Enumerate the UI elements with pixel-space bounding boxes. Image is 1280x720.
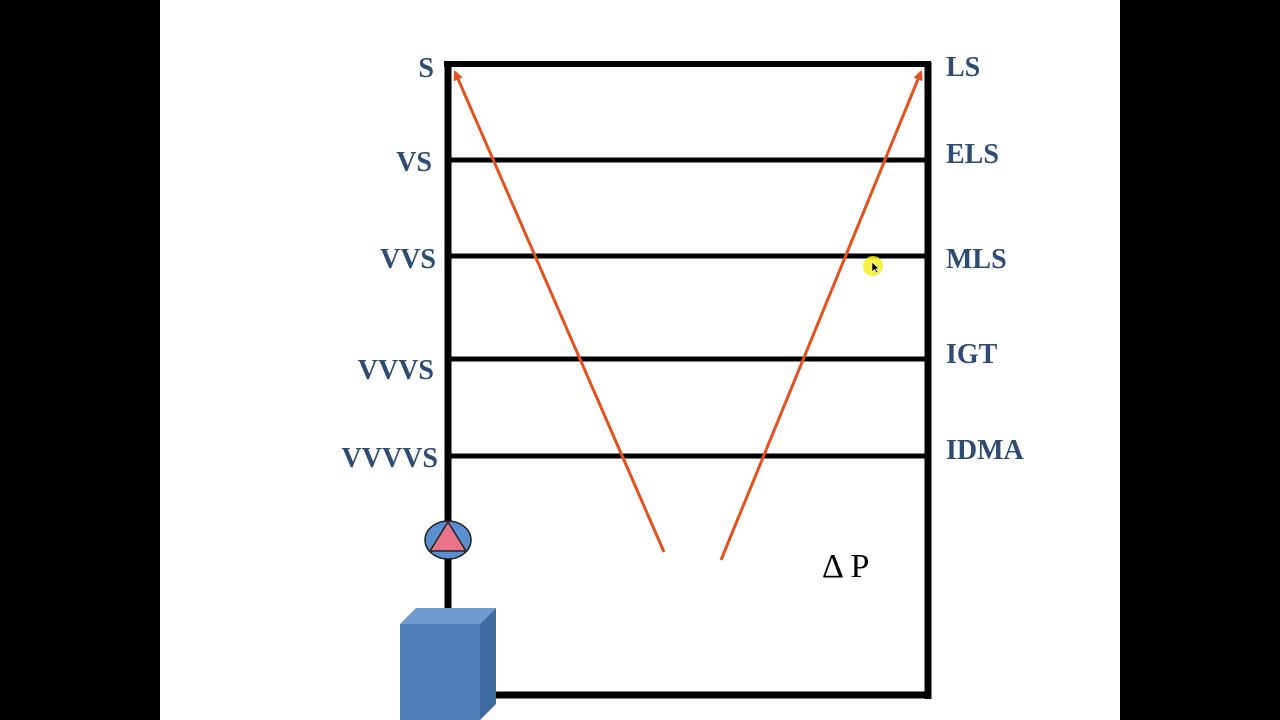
- delta-p-label: Δ P: [822, 548, 870, 585]
- right-label-igt: IGT: [946, 339, 998, 370]
- pressure-arrow-right: [719, 70, 923, 561]
- mouse-cursor-icon: [863, 256, 883, 276]
- pump-icon: [424, 520, 472, 560]
- right-label-mls: MLS: [946, 244, 1007, 275]
- left-label-vs: VS: [396, 147, 432, 178]
- left-label-s: S: [418, 53, 434, 84]
- left-label-vvvs: VVVS: [357, 355, 434, 386]
- left-label-vvs: VVS: [379, 244, 436, 275]
- pressure-arrow-left: [453, 70, 666, 553]
- reservoir-tank-icon: [400, 608, 496, 720]
- slide-canvas: S VS VVS VVVS VVVVS LS ELS MLS IGT IDMA …: [160, 0, 1120, 720]
- right-label-els: ELS: [946, 139, 999, 170]
- hydraulic-pressure-diagram: [400, 61, 932, 720]
- right-label-ls: LS: [946, 52, 981, 83]
- left-label-vvvvs: VVVVS: [341, 443, 438, 474]
- right-label-idma: IDMA: [946, 435, 1024, 466]
